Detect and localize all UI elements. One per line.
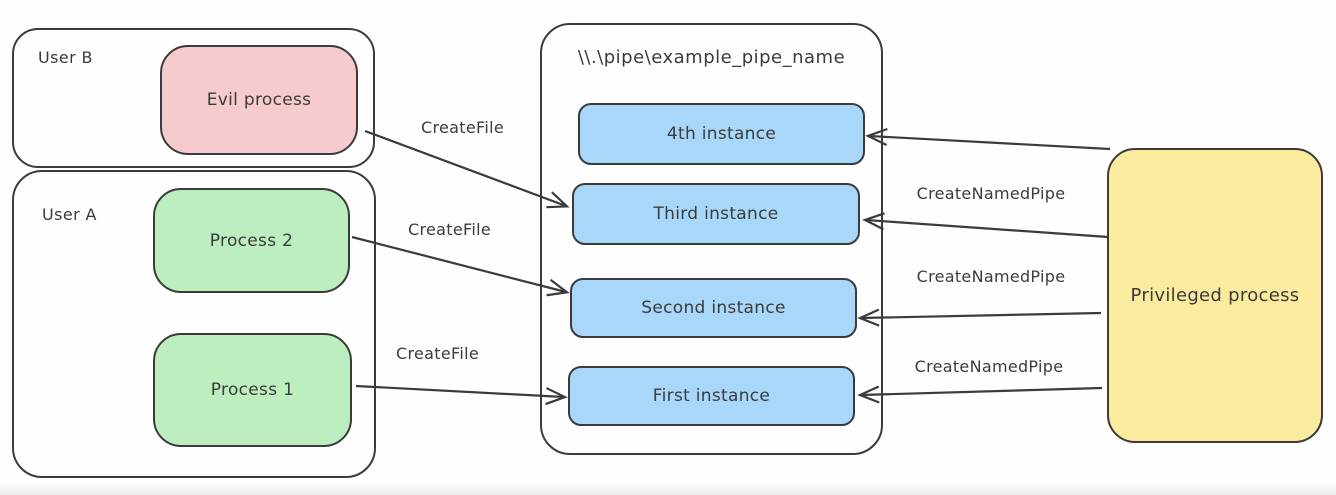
edge-createnamedpipe-to-second (857, 308, 1102, 327)
evil-process-label: Evil process (206, 90, 312, 110)
instance-2-label: Second instance (641, 298, 786, 318)
privileged-process-node: Privileged process (1107, 148, 1323, 443)
instance-1-label: First instance (652, 386, 771, 406)
instance-4-node: 4th instance (578, 103, 865, 165)
user-b-label: User B (38, 48, 93, 67)
process-1-node: Process 1 (153, 333, 352, 447)
createfile-label-process2: CreateFile (408, 220, 491, 239)
edge-createfile-evil-to-third (364, 129, 570, 209)
createnamedpipe-label-second: CreateNamedPipe (916, 267, 1066, 286)
user-b-container (12, 28, 375, 168)
process-2-node: Process 2 (153, 188, 350, 293)
instance-4-label: 4th instance (666, 124, 777, 144)
edge-createfile-process2-to-second (351, 235, 570, 297)
createnamedpipe-label-first: CreateNamedPipe (914, 357, 1064, 376)
edge-createnamedpipe-to-fourth (865, 127, 1111, 151)
user-a-container (12, 170, 376, 478)
instance-2-node: Second instance (570, 278, 857, 338)
evil-process-node: Evil process (160, 45, 358, 155)
edge-createnamedpipe-to-third (862, 212, 1109, 239)
instance-3-node: Third instance (572, 183, 860, 245)
privileged-process-label: Privileged process (1130, 285, 1300, 306)
process-1-label: Process 1 (210, 380, 295, 400)
bottom-fade (0, 481, 1336, 495)
createfile-label-process1: CreateFile (396, 344, 479, 363)
edge-createfile-process1-to-first (355, 384, 568, 406)
edge-createnamedpipe-to-first (857, 385, 1103, 404)
pipe-name-title: \\.\pipe\example_pipe_name (577, 47, 846, 68)
process-2-label: Process 2 (209, 230, 294, 251)
instance-3-label: Third instance (653, 204, 779, 224)
createfile-label-evil: CreateFile (421, 118, 504, 137)
createnamedpipe-label-third: CreateNamedPipe (916, 184, 1066, 203)
user-a-label: User A (42, 205, 97, 224)
instance-1-node: First instance (568, 366, 855, 426)
